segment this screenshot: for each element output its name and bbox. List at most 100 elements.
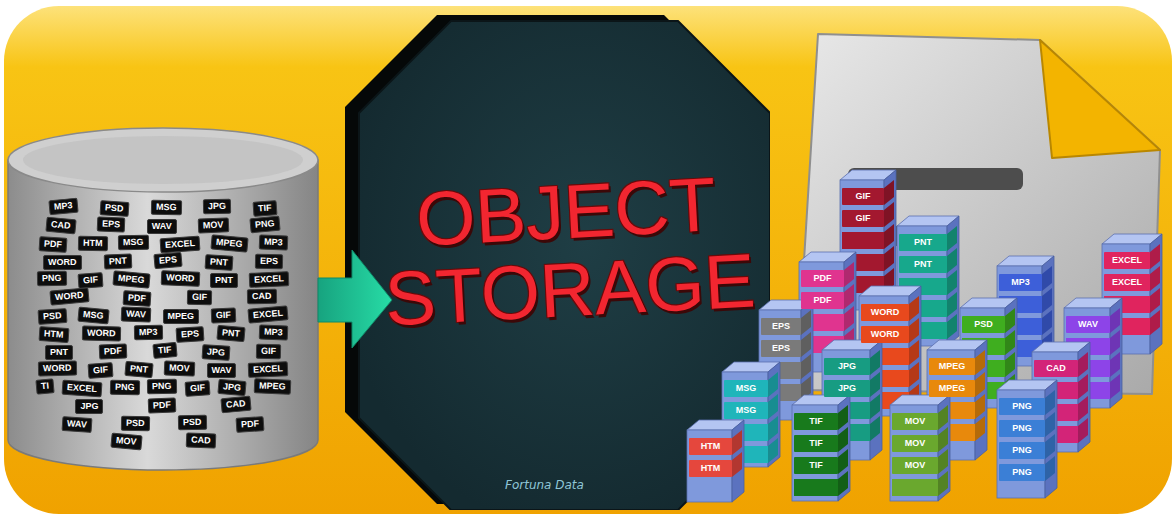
file-type-label: PNT bbox=[215, 275, 233, 286]
file-type-label: PSD bbox=[126, 418, 145, 429]
file-type-cell: GIF bbox=[842, 188, 884, 205]
file-type-label: JPG bbox=[80, 401, 98, 412]
file-tag: PSD bbox=[178, 415, 207, 431]
file-type-label: WORD bbox=[54, 290, 83, 304]
file-type-label: MP3 bbox=[139, 327, 158, 338]
file-tag: EXCEL bbox=[61, 380, 102, 398]
file-type-label: MP3 bbox=[263, 327, 282, 339]
file-type-label: CAD bbox=[1046, 360, 1066, 377]
file-tag: WORD bbox=[49, 287, 89, 305]
file-type-label: PDF bbox=[43, 238, 62, 250]
stack-column bbox=[890, 395, 950, 501]
file-type-label: PDF bbox=[240, 418, 259, 430]
file-type-label: PNT bbox=[209, 256, 228, 268]
file-type-cell: PNG bbox=[999, 398, 1045, 415]
file-type-label: MPEG bbox=[258, 380, 285, 392]
file-tag: PDF bbox=[38, 236, 67, 253]
file-type-label: WAV bbox=[152, 221, 172, 232]
file-type-label: MOV bbox=[905, 435, 926, 452]
file-type-label: MSG bbox=[123, 237, 144, 248]
file-tag: TI bbox=[35, 378, 54, 395]
file-type-label: JPG bbox=[207, 346, 226, 358]
file-type-label: PNG bbox=[1012, 398, 1032, 415]
file-tag: GIF bbox=[77, 272, 103, 289]
file-type-label: WORD bbox=[871, 326, 900, 343]
file-type-label: WORD bbox=[165, 272, 194, 284]
file-type-label: CAD bbox=[252, 291, 272, 302]
file-type-label: TIF bbox=[157, 344, 171, 356]
file-type-cell: TIF bbox=[794, 413, 838, 430]
file-type-label: MPEG bbox=[168, 311, 195, 322]
database-cylinder bbox=[8, 128, 318, 470]
file-type-label: TIF bbox=[809, 413, 823, 430]
file-type-label: EPS bbox=[772, 340, 790, 357]
file-type-label: PNT bbox=[914, 256, 932, 273]
file-type-label: TIF bbox=[809, 457, 823, 474]
file-type-label: HTM bbox=[83, 238, 103, 249]
file-tag: MP3 bbox=[48, 198, 78, 216]
file-type-label: MSG bbox=[736, 380, 757, 397]
file-type-cell: MOV bbox=[892, 457, 938, 474]
file-tag: MP3 bbox=[259, 234, 288, 250]
file-type-cell: TIF bbox=[794, 457, 838, 474]
file-type-label: EPS bbox=[102, 219, 120, 231]
file-type-cell: WORD bbox=[861, 304, 909, 321]
file-type-label: WAV bbox=[212, 365, 232, 376]
file-tag: WAV bbox=[207, 363, 237, 378]
file-tag: CAD bbox=[46, 217, 77, 235]
file-tag: EPS bbox=[255, 254, 283, 270]
file-tag: JPG bbox=[75, 399, 103, 414]
file-type-cell: WORD bbox=[861, 326, 909, 343]
file-type-label: WORD bbox=[48, 257, 77, 268]
file-tag: MPEG bbox=[163, 309, 200, 324]
file-type-label: GIF bbox=[93, 365, 109, 377]
file-tag: CAD bbox=[186, 432, 216, 448]
file-tag: EPS bbox=[97, 216, 126, 232]
file-type-label: PNG bbox=[255, 218, 275, 231]
file-tag: MOV bbox=[198, 217, 229, 233]
file-tag: PSD bbox=[99, 200, 128, 217]
file-type-label: PNT bbox=[109, 256, 127, 268]
stack-column bbox=[997, 380, 1057, 498]
file-type-label: EXCEL bbox=[253, 308, 284, 322]
file-tag: PNT bbox=[45, 345, 73, 360]
file-type-label: PNG bbox=[1012, 420, 1032, 437]
file-tag: EPS bbox=[175, 326, 204, 343]
file-type-label: GIF bbox=[189, 383, 205, 395]
file-tag: MSG bbox=[150, 200, 181, 216]
file-type-label: WORD bbox=[87, 328, 116, 340]
file-type-cell: MSG bbox=[724, 402, 768, 419]
file-type-label: MOV bbox=[905, 413, 926, 430]
file-tag: TIF bbox=[152, 342, 177, 359]
file-type-label: HTM bbox=[43, 328, 63, 340]
file-type-label: EXCEL bbox=[253, 363, 283, 375]
file-tag: CAD bbox=[220, 396, 251, 414]
file-type-label: MPEG bbox=[118, 273, 145, 286]
file-type-label: PSD bbox=[104, 202, 123, 214]
file-tag: WAV bbox=[147, 219, 177, 234]
file-tag: MPEG bbox=[211, 234, 249, 252]
file-type-label: EPS bbox=[180, 328, 199, 340]
file-tag: WORD bbox=[82, 326, 121, 342]
file-type-label: MP3 bbox=[54, 200, 73, 213]
file-type-label: EXCEL bbox=[253, 273, 283, 285]
file-type-label: MPEG bbox=[939, 380, 966, 397]
file-type-label: GIF bbox=[856, 188, 871, 205]
file-tag: TIF bbox=[253, 200, 277, 217]
file-tag: PNT bbox=[217, 325, 246, 342]
file-tag: GIF bbox=[211, 307, 237, 323]
file-type-cell: PSD bbox=[962, 316, 1005, 333]
file-type-label: PNT bbox=[129, 363, 148, 376]
file-tag: PNG bbox=[147, 379, 177, 395]
file-type-cell: WAV bbox=[1066, 316, 1110, 333]
file-type-label: MPEG bbox=[216, 237, 243, 250]
file-type-label: MSG bbox=[736, 402, 757, 419]
file-type-label: EXCEL bbox=[1112, 252, 1142, 269]
file-tag: PDF bbox=[148, 397, 177, 413]
file-tag: EXCEL bbox=[248, 361, 289, 378]
document-icon bbox=[796, 34, 1160, 394]
file-tag: WORD bbox=[43, 255, 82, 270]
file-tag: MPEG bbox=[253, 378, 290, 395]
file-type-cell: EPS bbox=[761, 340, 801, 357]
file-type-label: MP3 bbox=[264, 237, 283, 249]
